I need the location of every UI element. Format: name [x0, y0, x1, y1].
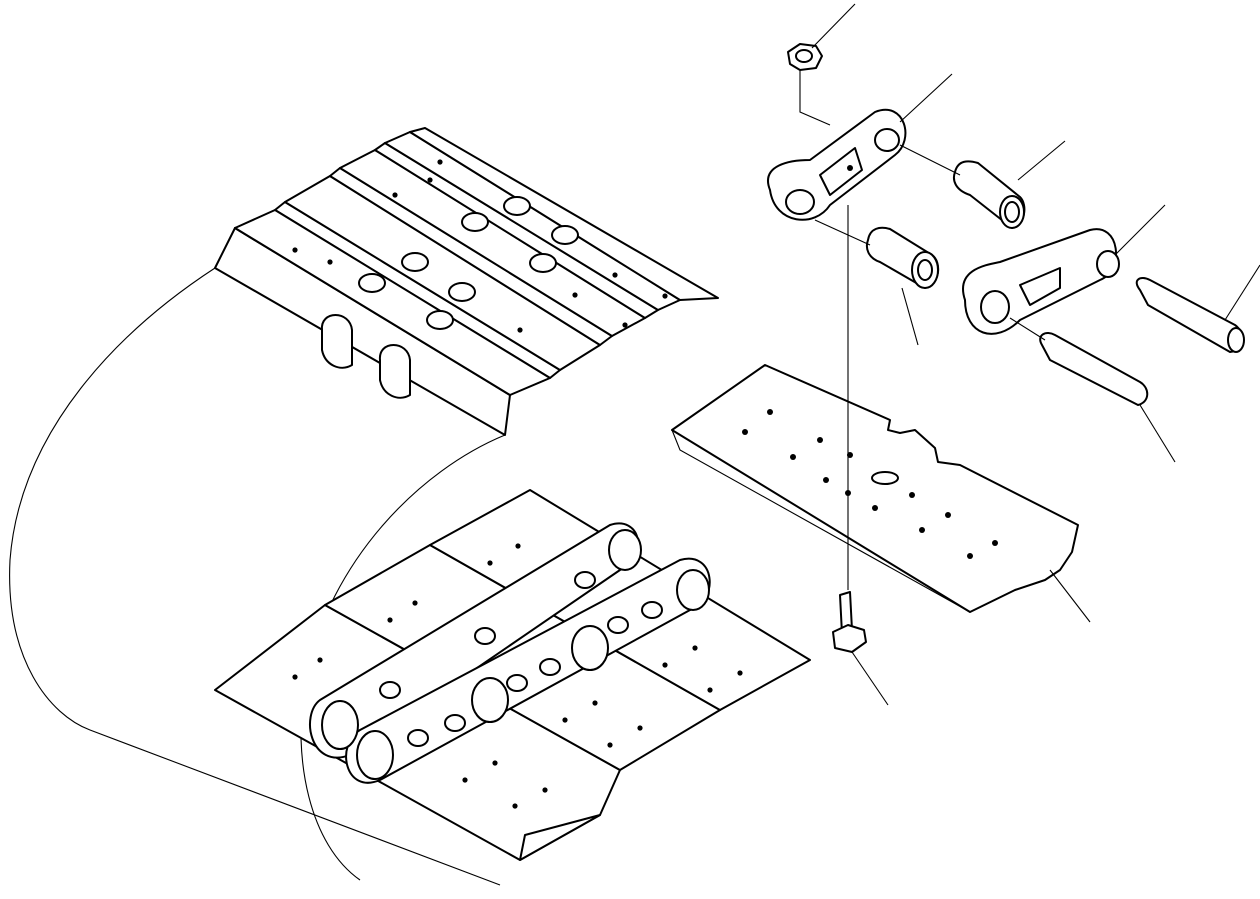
link-left-part — [767, 108, 907, 221]
shoe-part — [671, 364, 1079, 613]
upper-shoe-stack — [214, 127, 719, 436]
leader-lines — [811, 3, 1260, 706]
pin-upper-part — [1135, 277, 1245, 353]
track-assembly — [9, 127, 811, 886]
link-right-part — [962, 228, 1120, 335]
track-wrap-outer — [9, 267, 501, 886]
nut-part — [787, 43, 831, 126]
bushing-upper-part — [952, 160, 1026, 229]
lower-shoe-stack — [214, 489, 811, 861]
bushing-lower-part — [865, 226, 940, 289]
bolt-part — [832, 205, 867, 653]
pin-lower-part — [1039, 332, 1149, 406]
